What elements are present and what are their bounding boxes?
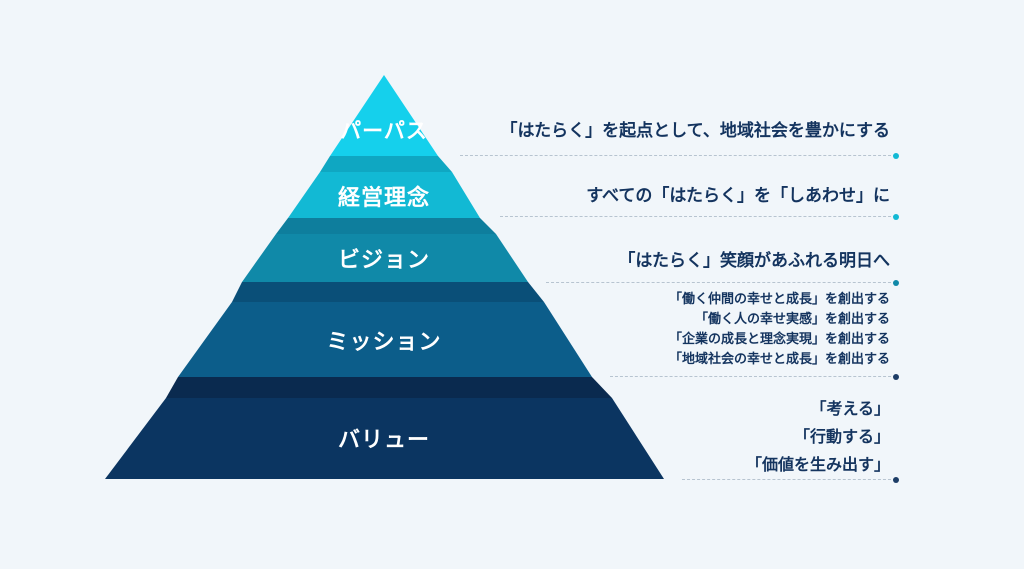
tier-4-description-line: 「働く仲間の幸せと成長」を創出する — [668, 292, 890, 307]
tier-5-description-line: 「考える」 — [810, 399, 890, 418]
tier-4-leader-dot — [893, 374, 899, 380]
connector-4-5 — [166, 377, 612, 398]
tier-3-shape — [242, 234, 528, 282]
tier-1-leader-dot — [893, 153, 899, 159]
tier-1-label: パーパス — [340, 119, 428, 143]
tier-2-description-line: すべての「はたらく」を「しあわせ」に — [586, 186, 890, 206]
tier-3-leader-dot — [893, 280, 899, 286]
tier-4-label: ミッション — [326, 330, 442, 355]
tier-5-description-line: 「価値を生み出す」 — [745, 455, 890, 474]
tier-2-leader-dot — [893, 214, 899, 220]
tier-4-description-line: 「企業の成長と理念実現」を創出する — [668, 332, 890, 347]
tier-1-description-line: 「はたらく」を起点として、地域社会を豊かにする — [500, 121, 890, 141]
tier-3-leader-line — [546, 282, 896, 283]
tier-5-leader-dot — [893, 477, 899, 483]
connector-2-3 — [276, 218, 496, 234]
connector-1-2 — [320, 156, 452, 172]
tier-1-description: 「はたらく」を起点として、地域社会を豊かにする — [501, 116, 890, 141]
tier-1-shape — [330, 75, 438, 156]
tier-2-leader-line — [500, 216, 896, 217]
tier-3-description-line: 「はたらく」笑顔があふれる明日へ — [618, 251, 890, 271]
tier-4-leader-line — [610, 376, 896, 377]
tier-2-shape — [288, 172, 480, 218]
tier-4-description-line: 「地域社会の幸せと成長」を創出する — [668, 352, 890, 367]
tier-5-label: バリュー — [337, 428, 431, 453]
connector-3-4 — [232, 282, 544, 302]
tier-4-shape — [178, 302, 592, 377]
tier-2-label: 経営理念 — [337, 186, 431, 211]
tier-2-description: すべての「はたらく」を「しあわせ」に — [586, 181, 890, 206]
tier-1-leader-line — [460, 155, 896, 156]
tier-3-label: ビジョン — [337, 248, 431, 273]
tier-5-description-line: 「行動する」 — [793, 427, 890, 446]
tier-4-description-line: 「働く人の幸せ実感」を創出する — [694, 312, 890, 327]
tier-3-description: 「はたらく」笑顔があふれる明日へ — [618, 246, 890, 271]
tier-5-leader-line — [682, 479, 896, 480]
tier-5-description: 「考える」 「行動する」 「価値を生み出す」 — [746, 395, 890, 479]
tier-4-description: 「働く仲間の幸せと成長」を創出する 「働く人の幸せ実感」を創出する 「企業の成長… — [669, 290, 890, 370]
tier-5-shape — [105, 398, 664, 479]
